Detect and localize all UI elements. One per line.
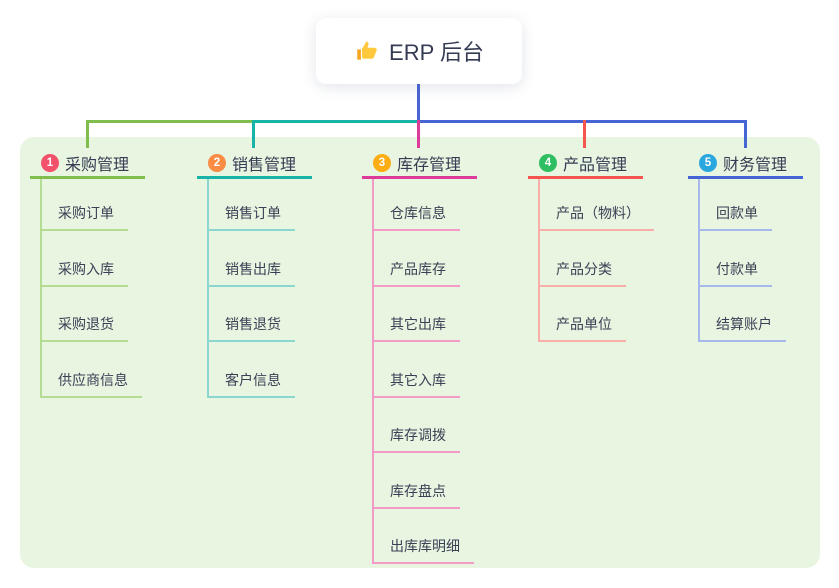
branch-header-product[interactable]: 4 产品管理 xyxy=(528,150,643,179)
branch-header-sales[interactable]: 2 销售管理 xyxy=(197,150,312,179)
child-node[interactable]: 库存盘点 xyxy=(372,480,460,509)
child-label: 其它入库 xyxy=(390,372,446,388)
connector-drop-product xyxy=(583,120,586,148)
connector-h-purchase xyxy=(86,120,254,123)
child-node[interactable]: 其它入库 xyxy=(372,369,460,398)
child-node[interactable]: 产品分类 xyxy=(538,258,626,287)
thumbs-up-icon xyxy=(354,38,380,64)
child-node[interactable]: 结算账户 xyxy=(698,313,786,342)
connector-drop-sales xyxy=(252,120,255,148)
child-node[interactable]: 出库库明细 xyxy=(372,535,474,564)
branch-label: 采购管理 xyxy=(65,157,130,174)
branch-number-badge: 3 xyxy=(373,154,391,172)
branch-number-badge: 5 xyxy=(699,154,717,172)
child-node[interactable]: 回款单 xyxy=(698,202,772,231)
child-label: 仓库信息 xyxy=(390,205,446,221)
branch-header-finance[interactable]: 5 财务管理 xyxy=(688,150,803,179)
child-label: 其它出库 xyxy=(390,316,446,332)
branch-children-connector xyxy=(698,179,700,342)
child-label: 供应商信息 xyxy=(58,372,128,388)
child-node[interactable]: 供应商信息 xyxy=(40,369,142,398)
root-title: ERP 后台 xyxy=(389,40,484,65)
child-label: 付款单 xyxy=(716,261,758,277)
child-node[interactable]: 销售订单 xyxy=(207,202,295,231)
child-node[interactable]: 采购订单 xyxy=(40,202,128,231)
child-node[interactable]: 产品单位 xyxy=(538,313,626,342)
branch-children-connector xyxy=(207,179,209,398)
child-label: 客户信息 xyxy=(225,372,281,388)
child-label: 销售退货 xyxy=(225,316,281,332)
child-label: 结算账户 xyxy=(716,316,772,332)
root-stem-connector xyxy=(417,84,420,123)
child-node[interactable]: 库存调拨 xyxy=(372,424,460,453)
branch-label: 产品管理 xyxy=(563,157,628,174)
child-label: 采购订单 xyxy=(58,205,114,221)
connector-h-sales xyxy=(252,120,418,123)
connector-drop-finance xyxy=(744,120,747,148)
connector-drop-inventory xyxy=(417,120,420,148)
child-label: 库存调拨 xyxy=(390,427,446,443)
branch-children-connector xyxy=(372,179,374,564)
branch-children-connector xyxy=(40,179,42,398)
child-node[interactable]: 仓库信息 xyxy=(372,202,460,231)
child-label: 回款单 xyxy=(716,205,758,221)
child-label: 产品库存 xyxy=(390,261,446,277)
branch-header-purchase[interactable]: 1 采购管理 xyxy=(30,150,145,179)
child-node[interactable]: 客户信息 xyxy=(207,369,295,398)
branch-number-badge: 4 xyxy=(539,154,557,172)
child-label: 采购退货 xyxy=(58,316,114,332)
child-node[interactable]: 其它出库 xyxy=(372,313,460,342)
branch-children-connector xyxy=(538,179,540,342)
child-node[interactable]: 付款单 xyxy=(698,258,772,287)
child-label: 销售出库 xyxy=(225,261,281,277)
branch-number-badge: 2 xyxy=(208,154,226,172)
child-node[interactable]: 采购退货 xyxy=(40,313,128,342)
branches-background-panel xyxy=(20,137,820,568)
child-label: 产品单位 xyxy=(556,316,612,332)
connector-h-finance xyxy=(417,120,747,123)
child-label: 销售订单 xyxy=(225,205,281,221)
branch-label: 销售管理 xyxy=(232,157,297,174)
root-node[interactable]: ERP 后台 xyxy=(316,18,522,84)
branch-number-badge: 1 xyxy=(41,154,59,172)
child-label: 库存盘点 xyxy=(390,483,446,499)
branch-label: 财务管理 xyxy=(723,157,788,174)
branch-header-inventory[interactable]: 3 库存管理 xyxy=(362,150,477,179)
child-label: 采购入库 xyxy=(58,261,114,277)
child-node[interactable]: 产品库存 xyxy=(372,258,460,287)
child-node[interactable]: 产品（物料） xyxy=(538,202,654,231)
child-label: 产品（物料） xyxy=(556,205,640,221)
branch-label: 库存管理 xyxy=(397,157,462,174)
child-label: 出库库明细 xyxy=(390,538,460,554)
child-node[interactable]: 销售出库 xyxy=(207,258,295,287)
child-node[interactable]: 销售退货 xyxy=(207,313,295,342)
child-node[interactable]: 采购入库 xyxy=(40,258,128,287)
connector-drop-purchase xyxy=(86,120,89,148)
child-label: 产品分类 xyxy=(556,261,612,277)
